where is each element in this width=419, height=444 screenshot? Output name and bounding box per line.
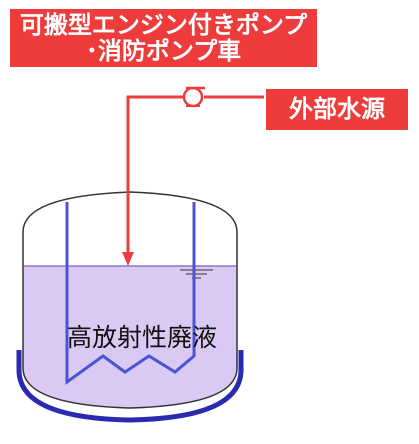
- cooling-coil: [65, 202, 196, 385]
- pump-icon: [182, 86, 205, 108]
- pump-source-title-line1: 可搬型エンジン付きポンプ: [19, 11, 308, 39]
- pump-source-label: 可搬型エンジン付きポンプ ･消防ポンプ車: [10, 9, 317, 67]
- pump-source-title-line2: ･消防ポンプ車: [85, 37, 242, 65]
- water-source-label: 外部水源: [266, 89, 408, 130]
- flow-arrow-icon: [122, 252, 134, 266]
- tank-vessel: [22, 191, 238, 409]
- tank-contents-label: 高放射性廃液: [66, 323, 217, 352]
- waste-liquid: [23, 266, 237, 408]
- tank-base: [16, 350, 244, 423]
- supply-pipe-drop: [126, 95, 183, 256]
